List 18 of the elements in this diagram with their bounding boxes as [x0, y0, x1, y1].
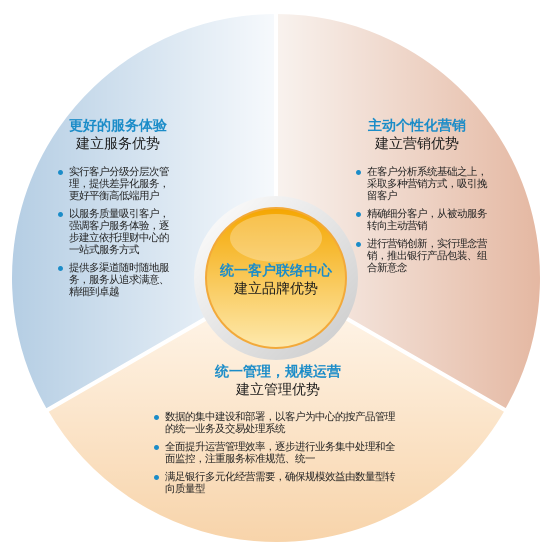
sector-subheading: 建立营销优势 [375, 136, 459, 153]
sector-heading: 主动个性化营销 [368, 118, 466, 135]
bullet-text: 实行客户分级分层次管理，提供差异化服务，更好平衡高低端用户 [69, 166, 170, 202]
bullet-text: 提供多渠道随时随地服务，服务从追求满意、精细到卓越 [69, 262, 170, 298]
bullet-text: 全面提升运营管理效率，逐步进行业务集中处理和全面监控，注重服务标准规范、统一 [164, 441, 396, 465]
center-circle [194, 196, 358, 360]
sector-subheading: 建立管理优势 [236, 382, 320, 399]
sector-heading: 更好的服务体验 [69, 118, 167, 135]
bullet-text: 以服务质量吸引客户，强调客户服务体验，逐步建立依托理财中心的一站式服务方式 [69, 208, 170, 256]
sector-subheading: 建立服务优势 [76, 136, 160, 153]
sector-heading: 统一管理，规模运营 [214, 364, 341, 381]
bullet-text: 满足银行多元化经营需要，确保规模效益由数量型转向质量型 [164, 471, 396, 495]
bullet-text: 精确细分客户，从被动服务转向主动营销 [367, 208, 488, 232]
bullet-text: 在客户分析系统基础之上，采取多种营销方式，吸引挽留客户 [367, 166, 488, 202]
bullet-text: 进行营销创新，实行理念营销，推出银行产品包装、组合新意念 [367, 238, 488, 274]
center-subtitle: 建立品牌优势 [234, 281, 318, 298]
center-title: 统一客户联络中心 [220, 263, 332, 280]
bullet-text: 数据的集中建设和部署，以客户为中心的按产品管理的统一业务及交易处理系统 [164, 411, 396, 435]
